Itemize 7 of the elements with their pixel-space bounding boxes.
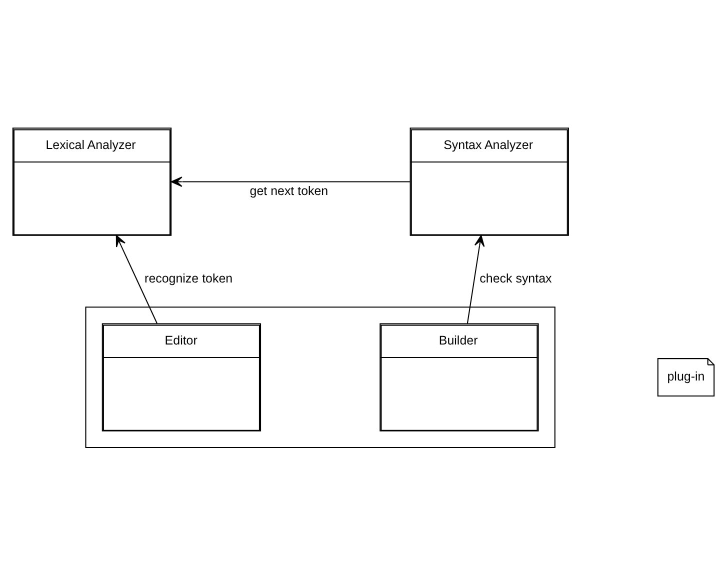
edge-label: get next token xyxy=(250,184,328,198)
cluster xyxy=(85,306,556,448)
arrow xyxy=(466,235,485,324)
edge-label: recognize token xyxy=(144,272,233,286)
arrow xyxy=(116,235,158,324)
arrow xyxy=(170,176,410,187)
edge-label: check syntax xyxy=(480,272,552,286)
